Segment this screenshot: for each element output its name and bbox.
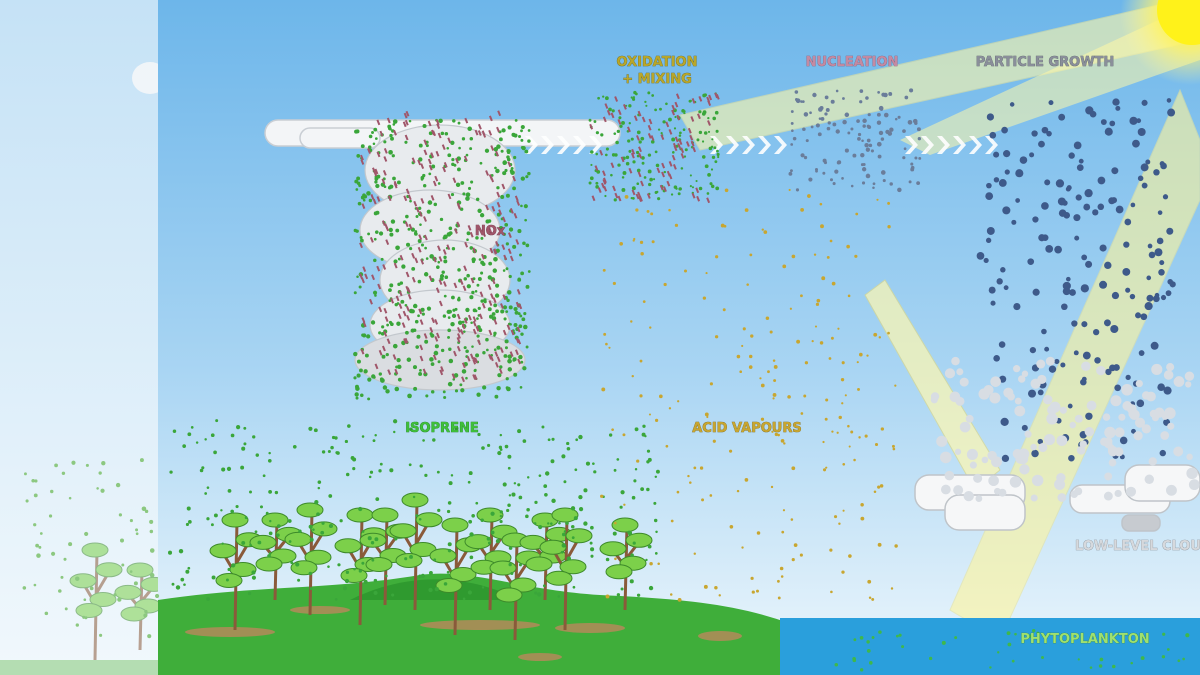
tree bbox=[69, 542, 123, 661]
particles bbox=[22, 88, 1200, 672]
chevron-arrow bbox=[758, 136, 771, 154]
chevron-arrow bbox=[905, 136, 918, 154]
isoprene-particles bbox=[168, 419, 660, 601]
chevron-arrow bbox=[541, 136, 554, 154]
oxidation-particles bbox=[588, 90, 720, 202]
label-low-level-clouds: LOW-LEVEL CLOU bbox=[1075, 539, 1200, 554]
tree bbox=[599, 517, 653, 611]
chevron-arrow bbox=[742, 136, 755, 154]
label-phytoplankton: PHYTOPLANKTON bbox=[1020, 632, 1149, 647]
cloud-droplet-particles bbox=[930, 356, 1200, 502]
chevron-arrow bbox=[921, 136, 934, 154]
label-mixing: + MIXING bbox=[622, 72, 692, 87]
chevron-arrow bbox=[985, 136, 998, 154]
airflow-arrows bbox=[525, 136, 998, 154]
chevron-arrow bbox=[557, 136, 570, 154]
oxidation-particles bbox=[589, 92, 720, 204]
label-isoprene: ISOPRENE bbox=[405, 421, 478, 436]
chevron-arrow bbox=[726, 136, 739, 154]
label-nox: NOx bbox=[475, 224, 506, 239]
sea bbox=[780, 618, 1200, 675]
chevron-arrow bbox=[573, 136, 586, 154]
tree bbox=[539, 507, 593, 631]
isoprene-particles bbox=[22, 458, 160, 639]
chevron-arrow bbox=[589, 136, 602, 154]
chevron-arrow bbox=[969, 136, 982, 154]
nucleation-particles bbox=[788, 88, 922, 193]
phytoplankton-particles bbox=[834, 629, 1190, 672]
label-acid-vapours: ACID VAPOURS bbox=[692, 421, 802, 436]
chevron-arrow bbox=[774, 136, 787, 154]
nox-particles bbox=[359, 110, 523, 383]
chevron-arrow bbox=[937, 136, 950, 154]
tree bbox=[389, 492, 443, 611]
labels: OXIDATION + MIXING NUCLEATION PARTICLE G… bbox=[405, 55, 1200, 648]
label-nucleation: NUCLEATION bbox=[806, 55, 899, 70]
convective-cloud bbox=[354, 124, 526, 391]
acid-vapour-particles bbox=[600, 188, 898, 602]
chevron-arrow bbox=[953, 136, 966, 154]
label-particle-growth: PARTICLE GROWTH bbox=[976, 55, 1115, 70]
forest bbox=[209, 492, 653, 641]
tree bbox=[489, 532, 543, 641]
chevron-arrow bbox=[525, 136, 538, 154]
label-oxidation: OXIDATION bbox=[617, 55, 698, 70]
left-blurred-panel bbox=[0, 0, 168, 675]
